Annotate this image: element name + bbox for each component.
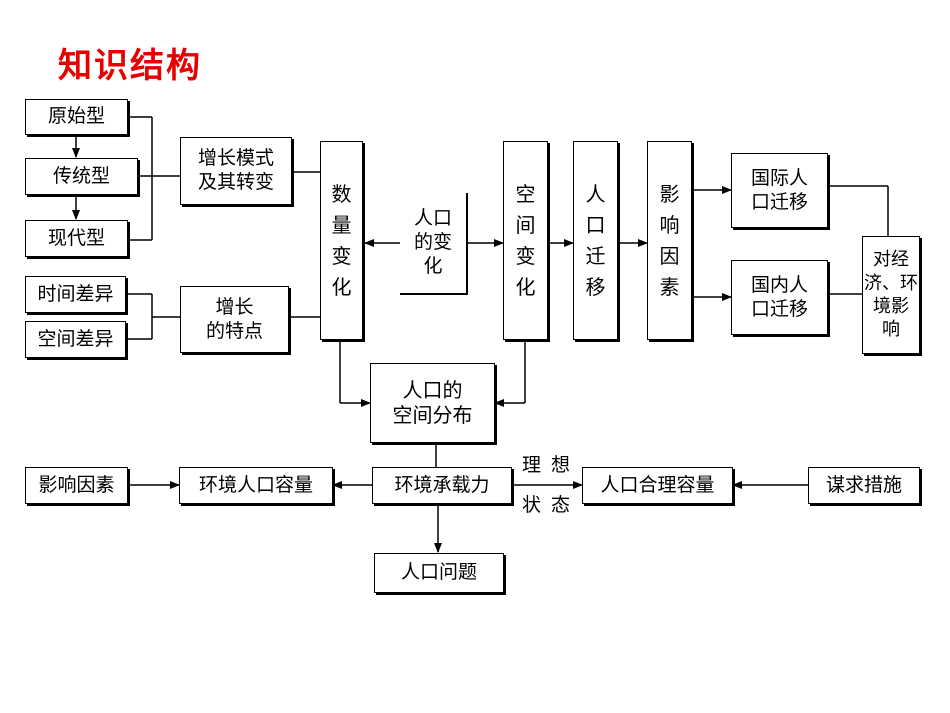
node-time-difference: 时间差异 [25, 276, 126, 313]
page-title: 知识结构 [58, 46, 202, 86]
node-economy-environment-impact: 对经 济、环 境影 响 [862, 236, 920, 354]
node-primitive-type: 原始型 [25, 99, 128, 135]
node-migration: 人 口 迁 移 [573, 141, 618, 340]
node-influencing-factors: 影响因素 [25, 467, 128, 504]
node-spatial-change: 空 间 变 化 [503, 141, 548, 340]
node-growth-mode: 增长模式 及其转变 [180, 137, 292, 205]
node-quantity-change: 数 量 变 化 [320, 141, 363, 340]
node-spatial-distribution: 人口的 空间分布 [370, 363, 495, 443]
node-growth-characteristics: 增长 的特点 [180, 286, 289, 353]
node-environmental-capacity: 环境人口容量 [179, 467, 333, 504]
node-influencing-factors-vertical: 影 响 因 素 [647, 141, 692, 340]
node-population-change: 人口 的变 化 [400, 193, 468, 295]
node-population-problem: 人口问题 [374, 553, 504, 593]
node-space-difference: 空间差异 [25, 321, 126, 358]
edge-label-ideal: 理想 [522, 454, 581, 476]
node-international-migration: 国际人 口迁移 [731, 153, 828, 228]
node-domestic-migration: 国内人 口迁移 [731, 260, 828, 335]
node-traditional-type: 传统型 [25, 158, 138, 195]
node-modern-type: 现代型 [25, 220, 128, 257]
edge-label-state: 状态 [522, 494, 581, 516]
node-reasonable-capacity: 人口合理容量 [582, 467, 733, 504]
node-measures: 谋求措施 [808, 467, 920, 504]
node-carrying-capacity: 环境承载力 [372, 467, 512, 504]
